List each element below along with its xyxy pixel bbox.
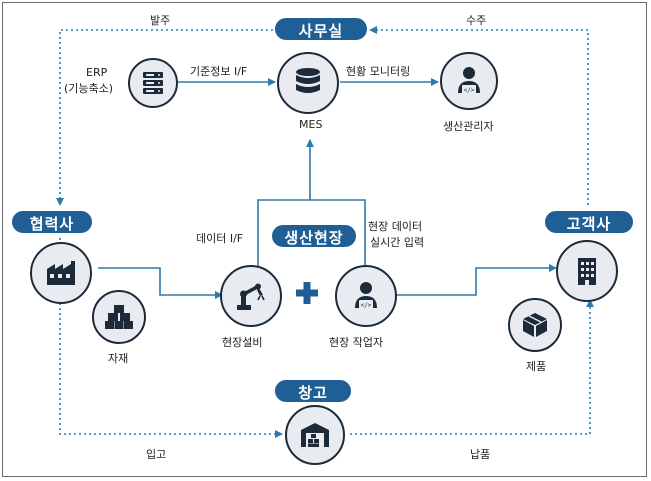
factory-icon xyxy=(47,261,75,285)
svg-text:</>: </> xyxy=(464,87,475,94)
partner-to-equipment-line xyxy=(98,267,223,299)
product-node xyxy=(508,298,562,352)
building-icon xyxy=(578,258,596,285)
equipment-node xyxy=(220,265,282,327)
material-node xyxy=(92,290,146,344)
worker-label: 현장 작업자 xyxy=(329,336,384,349)
mes-label: MES xyxy=(299,118,323,131)
svg-text:</>: </> xyxy=(361,302,372,309)
manager-label: 생산관리자 xyxy=(443,120,494,133)
customer-pill: 고객사 xyxy=(543,209,635,235)
receive-order-flow-line xyxy=(369,26,589,205)
delivery-edge-label: 납품 xyxy=(470,448,491,461)
monitoring-edge-label: 현황 모니터링 xyxy=(346,65,411,78)
field-bracket-line xyxy=(257,199,366,268)
field-pill: 생산현장 xyxy=(270,223,358,249)
master-if-edge-label: 기준정보 I/F xyxy=(190,65,248,78)
material-label: 자재 xyxy=(108,352,129,365)
equipment-label: 현장설비 xyxy=(222,336,263,349)
receive-order-edge-label: 수주 xyxy=(466,14,487,27)
worker-node: </> xyxy=(335,265,397,327)
robot-arm-icon xyxy=(237,283,265,310)
worker-to-customer-line xyxy=(395,264,557,296)
database-icon xyxy=(296,68,320,93)
erp-node xyxy=(128,58,178,108)
partner-pill: 협력사 xyxy=(10,209,94,235)
developer-person-icon: </> xyxy=(355,282,377,309)
partner-node xyxy=(30,242,92,304)
server-icon xyxy=(143,72,163,94)
boxes-icon xyxy=(105,305,133,329)
office-pill: 사무실 xyxy=(273,16,369,42)
field-data-edge-label-line2: 실시간 입력 xyxy=(370,236,425,249)
warehouse-node xyxy=(285,405,345,465)
order-flow-line xyxy=(56,29,273,206)
erp-label-line2: (기능축소) xyxy=(64,82,114,95)
mes-node xyxy=(277,52,339,114)
order-edge-label: 발주 xyxy=(150,14,171,27)
product-label: 제품 xyxy=(526,360,547,373)
inbound-edge-label: 입고 xyxy=(146,448,167,461)
plus-icon xyxy=(296,282,318,304)
package-icon xyxy=(523,313,547,337)
warehouse-pill: 창고 xyxy=(273,378,353,404)
field-data-edge-label-line1: 현장 데이터 xyxy=(368,220,423,233)
customer-node xyxy=(556,240,618,302)
data-if-edge-label: 데이터 I/F xyxy=(196,232,244,245)
delivery-flow-line xyxy=(350,299,594,435)
warehouse-icon xyxy=(301,423,329,447)
erp-label-line1: ERP xyxy=(86,66,108,79)
manager-node: </> xyxy=(440,52,498,110)
developer-person-icon: </> xyxy=(458,67,480,94)
diagram-border xyxy=(2,2,647,477)
